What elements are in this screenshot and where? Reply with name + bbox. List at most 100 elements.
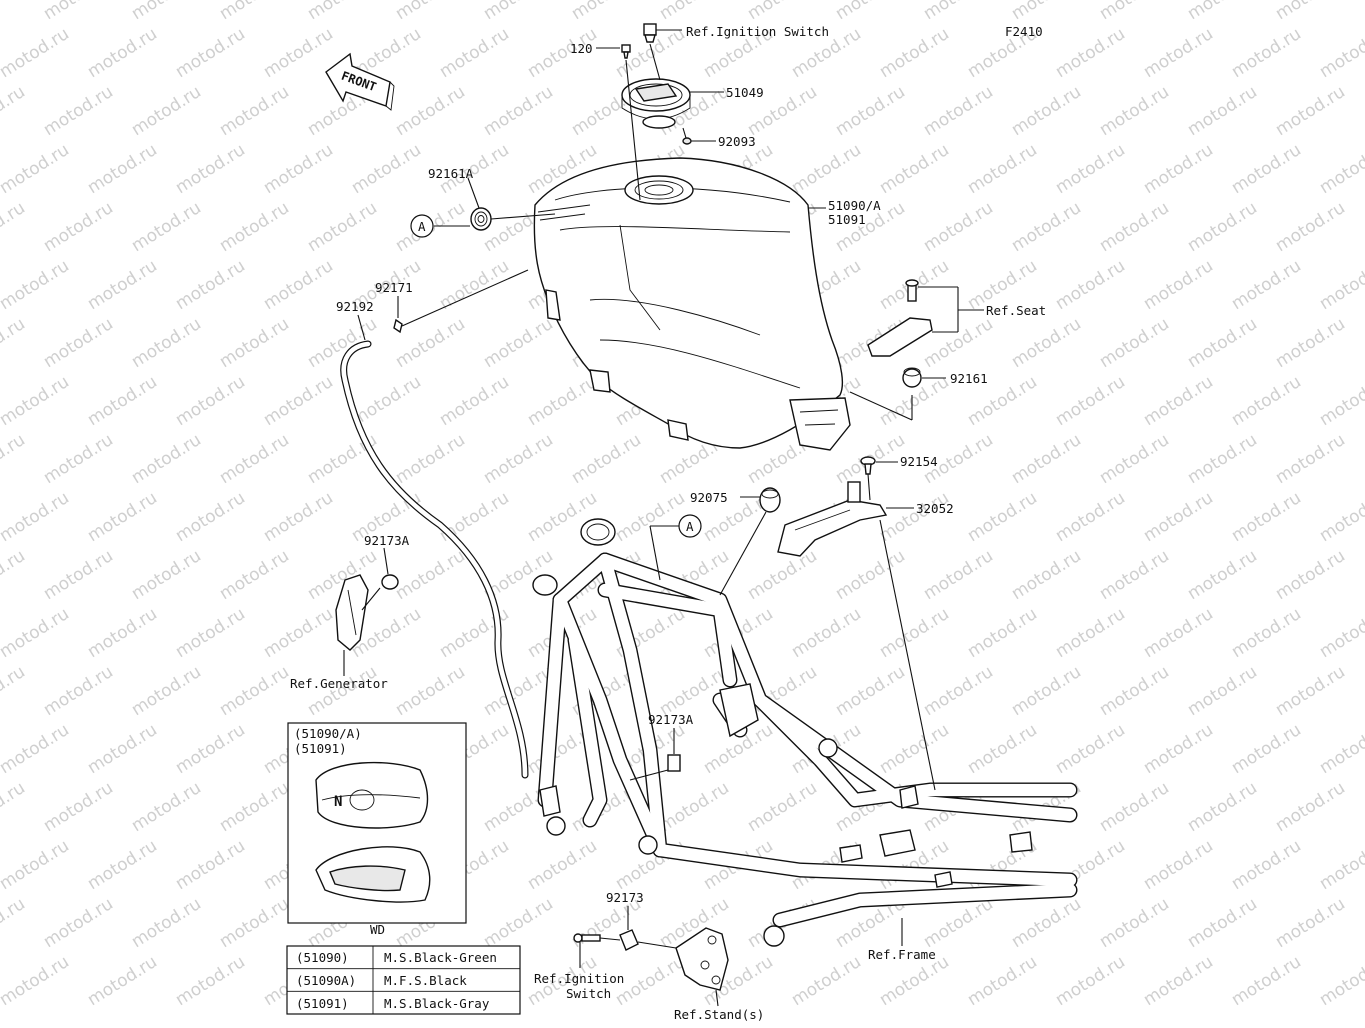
watermark-text: motod.ru <box>0 952 73 1010</box>
watermark-text: motod.ru <box>0 720 73 778</box>
watermark-text: motod.ru <box>40 430 117 488</box>
watermark-text: motod.ru <box>1052 720 1129 778</box>
label-32052: 32052 <box>916 501 954 516</box>
part-92093-icon <box>682 137 692 145</box>
seat-bracket-icon <box>867 279 933 357</box>
watermark-text: motod.ru <box>1184 314 1261 372</box>
watermark-text: motod.ru <box>128 662 205 720</box>
label-92192: 92192 <box>336 299 374 314</box>
watermark-text: motod.ru <box>788 604 865 662</box>
watermark-text: motod.ru <box>216 0 293 24</box>
watermark-text: motod.ru <box>524 372 601 430</box>
watermark-text: motod.ru <box>612 488 689 546</box>
watermark-text: motod.ru <box>348 140 425 198</box>
watermark-text: motod.ru <box>1008 546 1085 604</box>
watermark-text: motod.ru <box>128 546 205 604</box>
watermark-text: motod.ru <box>40 198 117 256</box>
watermark-text: motod.ru <box>832 662 909 720</box>
watermark-text: motod.ru <box>788 140 865 198</box>
watermark-text: motod.ru <box>964 488 1041 546</box>
watermark-text: motod.ru <box>84 836 161 894</box>
label-ref-frame: Ref.Frame <box>868 947 936 962</box>
watermark-text: motod.ru <box>568 0 645 24</box>
watermark-text: motod.ru <box>656 0 733 24</box>
color-table-row-3-color: M.S.Black-Gray <box>384 996 490 1011</box>
watermark-text: motod.ru <box>128 778 205 836</box>
watermark-text: motod.ru <box>1184 0 1261 24</box>
watermark-text: motod.ru <box>1184 82 1261 140</box>
watermark-text: motod.ru <box>1228 488 1305 546</box>
watermark-text: motod.ru <box>920 82 997 140</box>
watermark-text: motod.ru <box>1316 836 1365 894</box>
watermark-text: motod.ru <box>964 952 1041 1010</box>
watermark-text: motod.ru <box>1316 488 1365 546</box>
bracket-32052-icon <box>777 481 888 557</box>
watermark-text: motod.ru <box>1272 0 1349 24</box>
watermark-text: motod.ru <box>1140 372 1217 430</box>
watermark-text: motod.ru <box>40 546 117 604</box>
watermark-text: motod.ru <box>480 430 557 488</box>
watermark-text: motod.ru <box>1228 952 1305 1010</box>
watermark-text: motod.ru <box>260 140 337 198</box>
inset-tank-top-icon: N <box>315 761 429 829</box>
watermark-text: motod.ru <box>1140 488 1217 546</box>
watermark-text: motod.ru <box>480 314 557 372</box>
watermark-text: motod.ru <box>172 372 249 430</box>
watermark-text: motod.ru <box>84 720 161 778</box>
watermark-text: motod.ru <box>392 430 469 488</box>
watermark-text: motod.ru <box>84 604 161 662</box>
watermark-text: motod.ru <box>436 372 513 430</box>
watermark-text: motod.ru <box>1096 546 1173 604</box>
watermark-text: motod.ru <box>128 0 205 24</box>
inset-caption: WD <box>370 922 385 937</box>
watermark-text: motod.ru <box>1316 604 1365 662</box>
inset-title-line2: (51091) <box>294 741 347 756</box>
label-ref-ignition-switch-bottom-line2: Switch <box>566 986 611 1001</box>
watermark-text: motod.ru <box>172 952 249 1010</box>
watermark-text: motod.ru <box>304 430 381 488</box>
damper-92075-icon <box>759 487 781 513</box>
watermark-text: motod.ru <box>1052 24 1129 82</box>
watermark-text: motod.ru <box>0 430 29 488</box>
watermark-text: motod.ru <box>876 604 953 662</box>
watermark-text: motod.ru <box>0 836 73 894</box>
watermark-text: motod.ru <box>1184 430 1261 488</box>
damper-92161-icon <box>902 367 922 388</box>
watermark-text: motod.ru <box>128 314 205 372</box>
watermark-text: motod.ru <box>1316 372 1365 430</box>
color-table-row-2-code: (51090A) <box>296 973 356 988</box>
label-ref-generator: Ref.Generator <box>290 676 388 691</box>
watermark-text: motod.ru <box>216 894 293 952</box>
clamp-92173-icon <box>619 929 639 951</box>
watermark-text: motod.ru <box>436 488 513 546</box>
clamp-92173A-center-icon <box>667 754 681 772</box>
watermark-text: motod.ru <box>392 0 469 24</box>
watermark-text: motod.ru <box>304 662 381 720</box>
watermark-text: motod.ru <box>40 0 117 24</box>
watermark-text: motod.ru <box>964 720 1041 778</box>
watermark-text: motod.ru <box>480 0 557 24</box>
label-92173A-center: 92173A <box>648 712 694 727</box>
watermark-text: motod.ru <box>0 140 73 198</box>
front-arrow-icon: FRONT <box>325 52 395 111</box>
watermark-text: motod.ru <box>0 488 73 546</box>
watermark-text: motod.ru <box>216 546 293 604</box>
watermark-text: motod.ru <box>832 0 909 24</box>
color-table-row-1-code: (51090) <box>296 950 349 965</box>
watermark-text: motod.ru <box>1096 0 1173 24</box>
watermark-text: motod.ru <box>1316 952 1365 1010</box>
watermark-text: motod.ru <box>832 82 909 140</box>
watermark-text: motod.ru <box>1184 662 1261 720</box>
watermark-text: motod.ru <box>1052 488 1129 546</box>
watermark-text: motod.ru <box>84 372 161 430</box>
watermark-text: motod.ru <box>1184 778 1261 836</box>
watermark-text: motod.ru <box>1184 198 1261 256</box>
label-92173A-left: 92173A <box>364 533 410 548</box>
fuel-tank-51090 <box>533 157 851 451</box>
ignition-switch-bolt-bottom-icon <box>573 933 601 943</box>
watermark-text: motod.ru <box>216 662 293 720</box>
label-ref-ignition-switch-top: Ref.Ignition Switch <box>686 24 829 39</box>
watermark-text: motod.ru <box>216 314 293 372</box>
